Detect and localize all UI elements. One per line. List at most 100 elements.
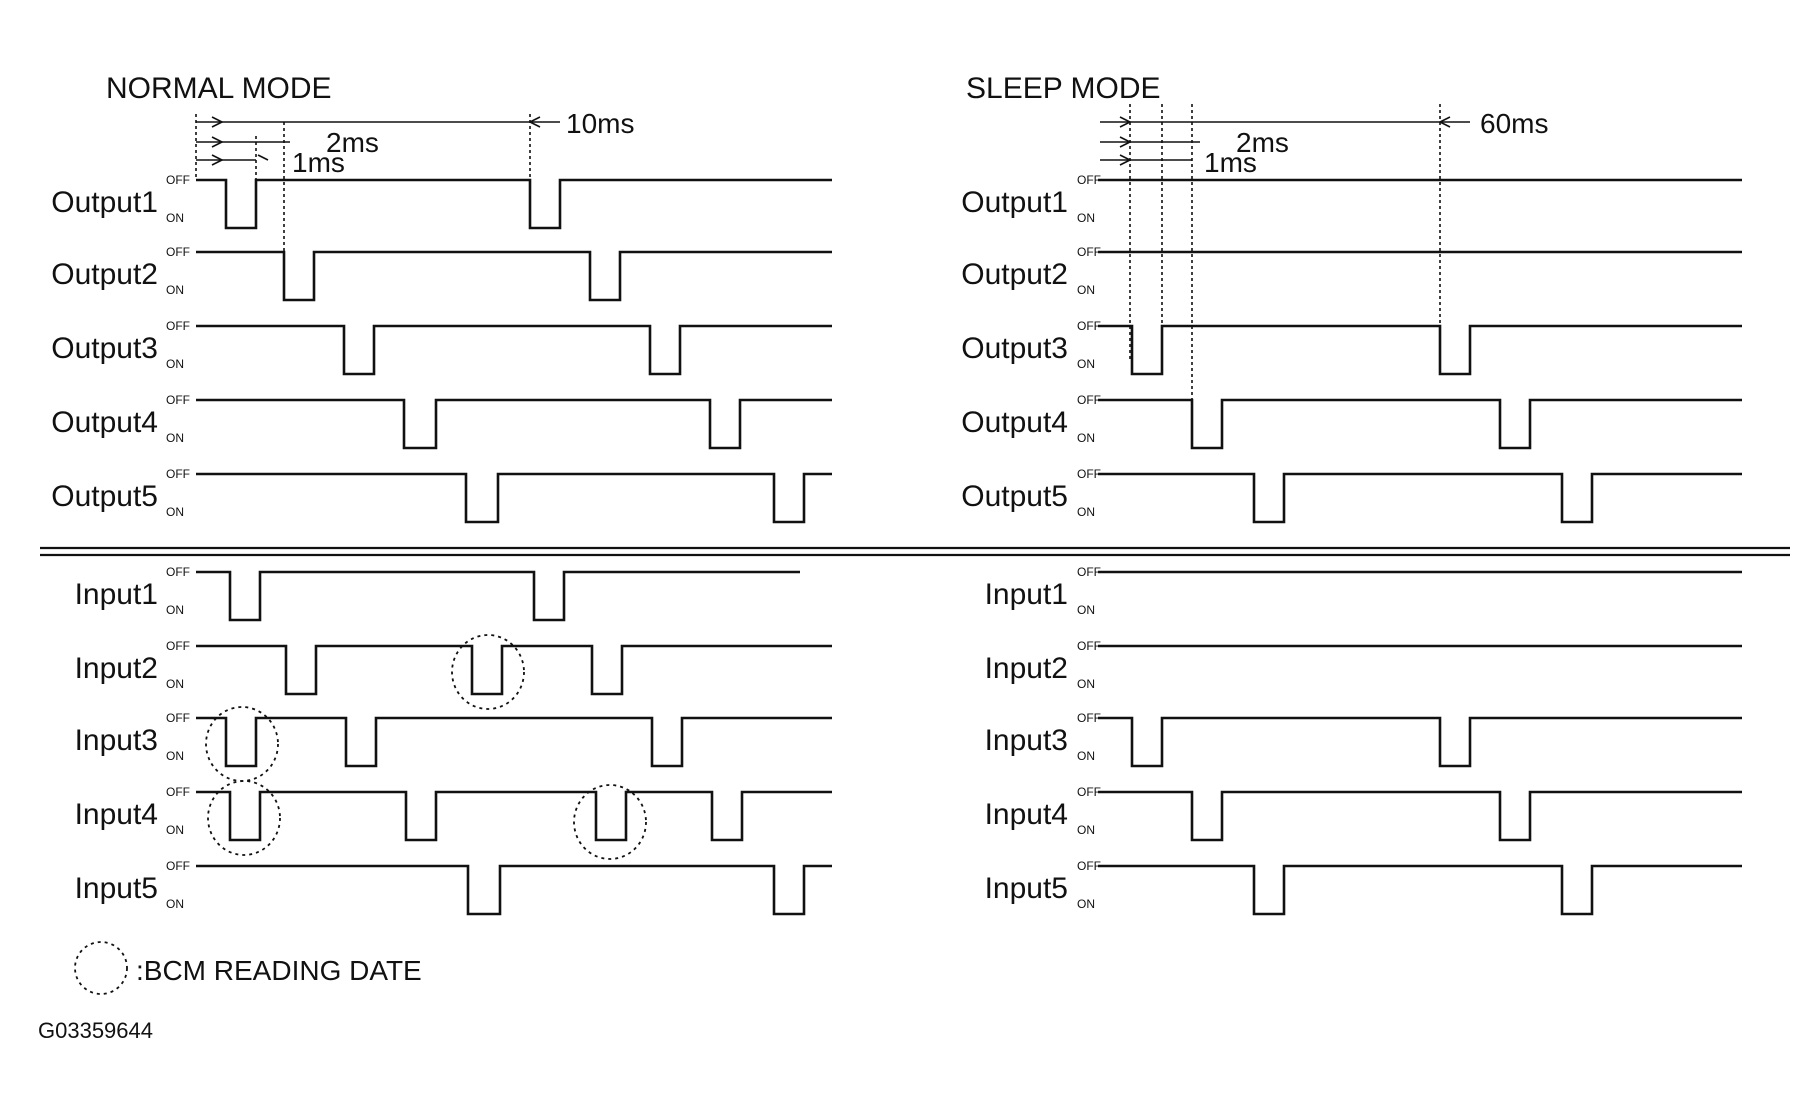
signal-waveform [1098,472,1742,524]
signal-label: Output2 [961,258,1068,291]
bcm-reading-circle [573,784,647,860]
on-level-label: ON [166,823,184,837]
bcm-reading-circle [451,634,525,710]
normal-mode-title: NORMAL MODE [106,72,332,105]
on-level-label: ON [1077,505,1095,519]
signal-label: Input2 [985,652,1068,685]
signal-label: Input3 [985,724,1068,757]
signal-waveform [1098,324,1742,376]
off-level-label: OFF [166,785,190,799]
signal-waveform [196,472,832,524]
off-level-label: OFF [166,467,190,481]
signal-label: Input3 [75,724,158,757]
signal-waveform [1098,398,1742,450]
on-level-label: ON [1077,357,1095,371]
on-level-label: ON [166,749,184,763]
on-level-label: ON [166,505,184,519]
sleep-input-row: Input3 OFF ON [985,711,1742,768]
signal-label: Input4 [75,798,158,831]
sleep-output-row: Output3 OFF ON [961,319,1742,376]
on-level-label: ON [166,897,184,911]
bcm-reading-circle [207,780,281,856]
signal-label: Output2 [51,258,158,291]
off-level-label: OFF [166,859,190,873]
signal-label: Output4 [51,406,158,439]
on-level-label: ON [1077,897,1095,911]
normal-gap-label: 2ms [326,127,379,158]
normal-input-row: Input3 OFF ON [75,711,832,768]
off-level-label: OFF [1077,173,1101,187]
signal-rows: Output1OFFONOutput2OFFONOutput3OFFONOutp… [51,173,1742,916]
on-level-label: ON [166,603,184,617]
off-level-label: OFF [1077,859,1101,873]
signal-label: Input1 [75,578,158,611]
figure-id: G03359644 [38,1018,153,1043]
signal-waveform [1098,864,1742,916]
signal-label: Input1 [985,578,1068,611]
bcm-reading-markers [205,634,647,860]
signal-waveform [196,644,832,696]
signal-label: Input5 [985,872,1068,905]
signal-waveform [196,864,832,916]
off-level-label: OFF [166,245,190,259]
on-level-label: ON [1077,823,1095,837]
normal-input-row: Input4 OFF ON [75,785,832,842]
off-level-label: OFF [1077,565,1101,579]
sleep-dimension-markers [1100,104,1470,432]
off-level-label: OFF [1077,245,1101,259]
sleep-gap-label: 2ms [1236,127,1289,158]
on-level-label: ON [166,283,184,297]
off-level-label: OFF [166,393,190,407]
off-level-label: OFF [166,319,190,333]
signal-waveform [1098,790,1742,842]
on-level-label: ON [166,677,184,691]
signal-waveform [196,398,832,450]
on-level-label: ON [166,431,184,445]
normal-input-row: Input2 OFF ON [75,639,832,696]
off-level-label: OFF [1077,711,1101,725]
normal-width-label: 1ms [292,147,345,178]
sleep-input-row: Input5 OFF ON [985,859,1742,916]
off-level-label: OFF [1077,467,1101,481]
off-level-label: OFF [166,639,190,653]
signal-label: Output4 [961,406,1068,439]
off-level-label: OFF [166,711,190,725]
off-level-label: OFF [1077,319,1101,333]
on-level-label: ON [1077,211,1095,225]
normal-output-row: Output4 OFF ON [51,393,832,450]
signal-waveform [196,250,832,302]
signal-waveform [196,790,832,842]
signal-label: Output5 [961,480,1068,513]
on-level-label: ON [1077,677,1095,691]
normal-output-row: Output3 OFF ON [51,319,832,376]
on-level-label: ON [166,357,184,371]
off-level-label: OFF [1077,393,1101,407]
normal-input-row: Input5 OFF ON [75,859,832,916]
normal-period-label: 10ms [566,108,634,139]
sleep-period-label: 60ms [1480,108,1548,139]
signal-label: Input5 [75,872,158,905]
sleep-mode-title: SLEEP MODE [966,72,1161,105]
on-level-label: ON [1077,749,1095,763]
normal-output-row: Output2 OFF ON [51,245,832,302]
signal-label: Input2 [75,652,158,685]
sleep-output-row: Output5 OFF ON [961,467,1742,524]
signal-label: Output3 [51,332,158,365]
signal-waveform [196,716,832,768]
sleep-width-label: 1ms [1204,147,1257,178]
signal-label: Output3 [961,332,1068,365]
off-level-label: OFF [166,173,190,187]
legend-circle-icon [74,941,128,995]
normal-dimension-markers [195,114,560,300]
signal-waveform [196,324,832,376]
